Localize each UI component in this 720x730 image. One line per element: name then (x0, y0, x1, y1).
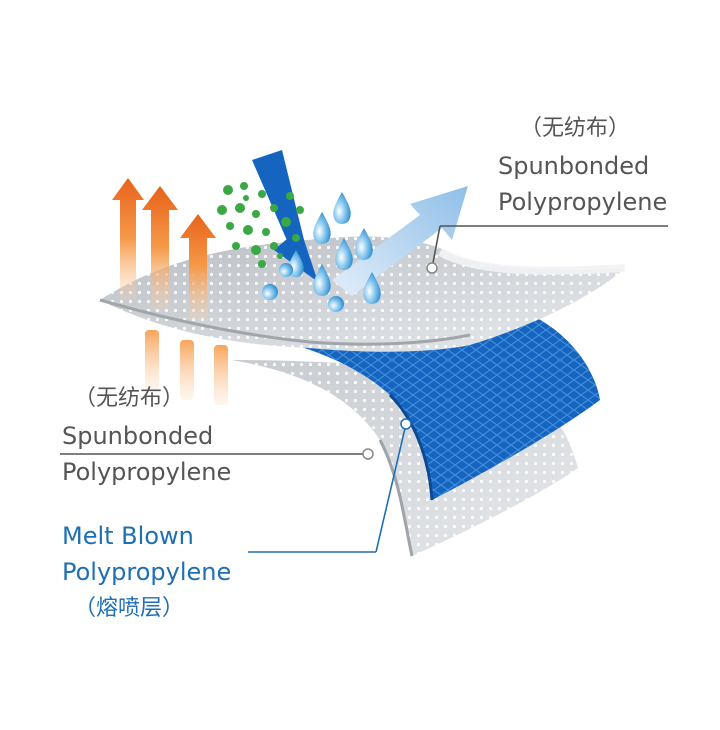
left-middle-line1-label: Spunbonded (62, 422, 214, 450)
meltblown-layer (150, 303, 600, 501)
light-blue-up-arrow-icon (332, 186, 468, 296)
left-middle-chinese-label: （无纺布） (74, 386, 185, 411)
callout-left-middle (60, 448, 374, 460)
left-bottom-line1-label: Melt Blown (62, 522, 194, 550)
heat-arrow-icon (112, 178, 228, 405)
top-right-line1-label: Spunbonded (498, 152, 650, 180)
top-right-line2-label: Polypropylene (498, 188, 668, 216)
left-bottom-line2-label: Polypropylene (62, 558, 232, 586)
callout-left-bottom (248, 418, 412, 553)
top-spunbond-layer (99, 236, 626, 352)
green-particles-icon (217, 182, 304, 268)
water-droplet-icon (262, 192, 381, 312)
left-middle-line2-label: Polypropylene (62, 458, 232, 486)
top-right-chinese-label: （无纺布） (520, 116, 631, 141)
left-bottom-chinese-label: （熔喷层） (74, 596, 185, 621)
callout-top-right (426, 225, 668, 274)
